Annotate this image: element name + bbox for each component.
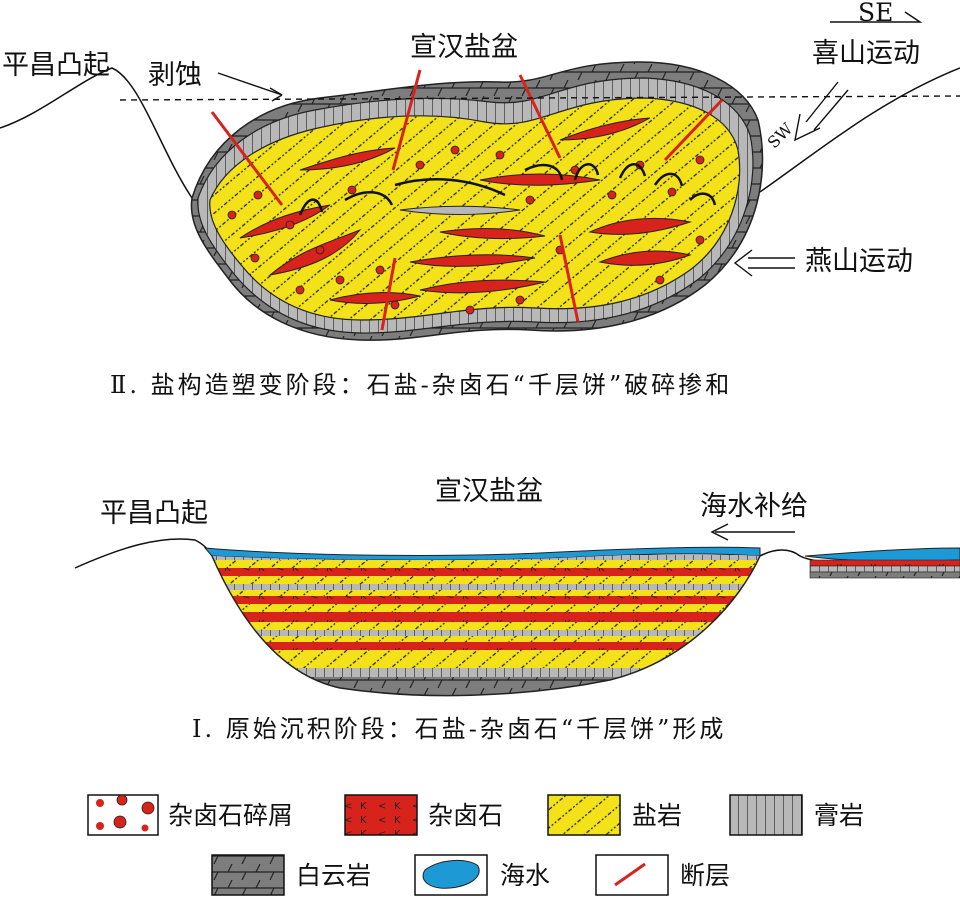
legend-swatch-polyhalite-breccia <box>87 794 159 836</box>
stage2-erosion-arrow <box>217 72 283 96</box>
legend-label-seawater: 海水 <box>500 861 551 890</box>
legend-label-dolomite: 白云岩 <box>296 861 372 890</box>
stage1-basin-fill <box>212 555 760 696</box>
stage2-left-uplift-label: 平昌凸起 <box>2 50 110 81</box>
stage2-polyhalite-lenses <box>227 117 717 315</box>
legend-swatch-seawater <box>414 854 488 896</box>
stage2-xishan-label: 喜山运动 <box>812 38 920 69</box>
legend-swatch-dolomite <box>211 854 285 896</box>
stage1-left-uplift-label: 平昌凸起 <box>100 498 208 529</box>
stage1-right-strata <box>809 559 960 579</box>
stage2-sw-arrow <box>794 81 849 142</box>
legend-label-fault: 断层 <box>680 861 731 890</box>
legend <box>87 794 803 896</box>
stage2-section <box>0 11 960 341</box>
stage2-basin-label: 宣汉盐盆 <box>410 32 518 63</box>
legend-swatch-halite <box>547 794 621 836</box>
stage2-erosion-label: 剥蚀 <box>148 60 202 91</box>
stage1-section <box>74 523 960 697</box>
stage1-seawater-right <box>804 547 960 562</box>
stage2-land-profile <box>0 67 960 199</box>
stage2-yanshan-label: 燕山运动 <box>805 246 913 277</box>
stage2-caption: Ⅱ. 盐构造塑变阶段：石盐-杂卤石“千层饼”破碎掺和 <box>110 371 733 399</box>
legend-swatch-gypsum <box>729 794 803 836</box>
stage2-se-label: SE <box>858 0 894 27</box>
stage1-basin-label: 宣汉盐盆 <box>435 476 543 507</box>
stage1-seawater-label: 海水补给 <box>700 491 808 522</box>
legend-label-polyhalite-breccia: 杂卤石碎屑 <box>168 801 294 830</box>
stage1-seawater-arrow <box>710 523 795 541</box>
legend-swatch-polyhalite <box>344 794 418 836</box>
stage2-erosion-surface <box>119 95 960 101</box>
stage2-se-arrow <box>830 11 923 23</box>
legend-swatch-fault <box>595 854 669 896</box>
stage2-faults <box>210 69 724 331</box>
legend-label-gypsum: 膏岩 <box>814 801 865 830</box>
stage2-fold-traces <box>298 163 717 216</box>
stage2-yanshan-arrow <box>733 249 795 277</box>
stage1-caption: Ⅰ. 原始沉积阶段：石盐-杂卤石“千层饼”形成 <box>192 715 727 743</box>
legend-label-polyhalite: 杂卤石 <box>428 801 504 830</box>
legend-label-halite: 盐岩 <box>632 801 683 830</box>
